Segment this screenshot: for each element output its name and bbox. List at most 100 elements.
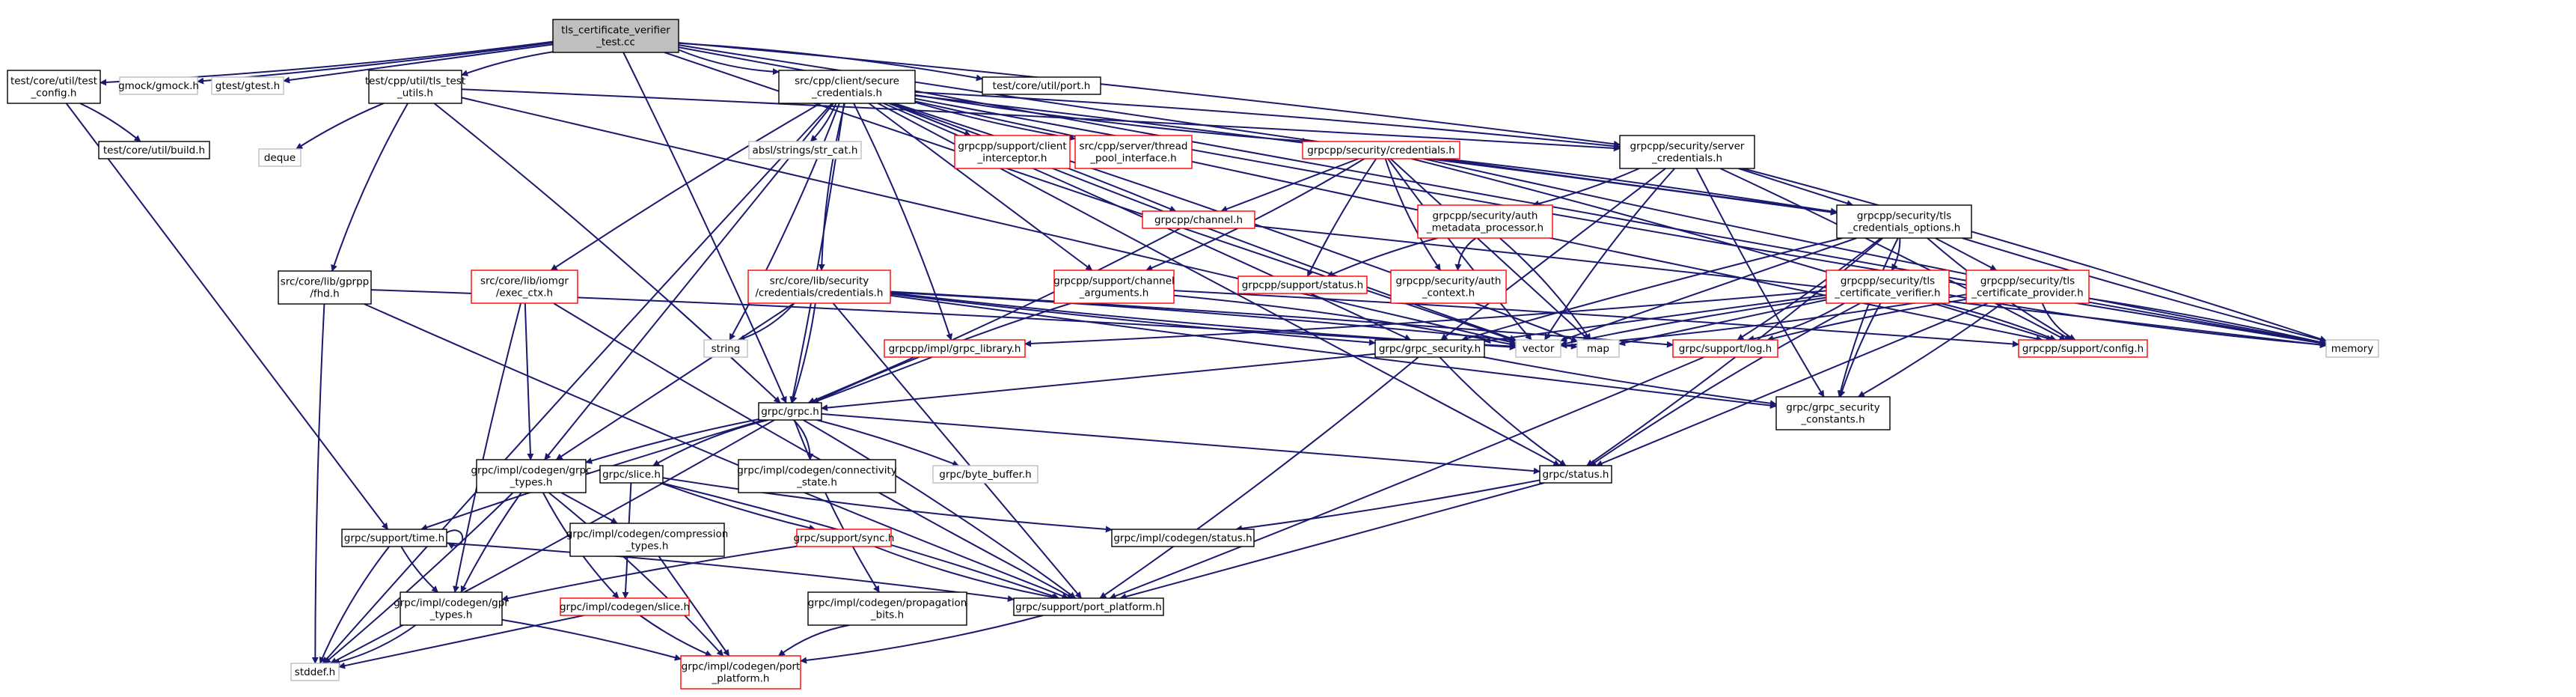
node-box[interactable] <box>1515 339 1561 358</box>
node-deque[interactable]: deque <box>258 148 302 167</box>
node-box[interactable] <box>1672 339 1778 358</box>
node-box[interactable] <box>1390 270 1507 304</box>
node-secure_creds[interactable]: src/cpp/client/secure_credentials.h <box>778 70 916 104</box>
node-gtest[interactable]: gtest/gtest.h <box>211 76 284 95</box>
node-str_cat[interactable]: absl/strings/str_cat.h <box>748 141 862 159</box>
node-thread_pool[interactable]: src/cpp/server/thread_pool_interface.h <box>1074 135 1193 169</box>
node-box[interactable] <box>1111 529 1255 547</box>
node-conn_state[interactable]: grpc/impl/codegen/connectivity_state.h <box>737 459 897 493</box>
node-box[interactable] <box>1013 597 1164 616</box>
node-box[interactable] <box>1237 276 1368 294</box>
node-box[interactable] <box>400 591 503 626</box>
node-sec_constants[interactable]: grpc/grpc_security_constants.h <box>1775 396 1891 430</box>
node-box[interactable] <box>703 339 748 358</box>
node-test_config[interactable]: test/core/util/test_config.h <box>7 70 101 104</box>
node-grpc_security[interactable]: grpc/grpc_security.h <box>1374 339 1485 358</box>
node-box[interactable] <box>807 591 967 626</box>
node-codegen_slice[interactable]: grpc/impl/codegen/slice.h <box>560 597 690 616</box>
node-memory[interactable]: memory <box>2325 339 2379 358</box>
node-port[interactable]: test/core/util/port.h <box>982 76 1101 95</box>
node-box[interactable] <box>1836 204 1972 239</box>
node-grpcpp_creds[interactable]: grpcpp/security/credentials.h <box>1302 141 1460 159</box>
node-build[interactable]: test/core/util/build.h <box>98 141 210 159</box>
node-box[interactable] <box>2325 339 2379 358</box>
node-grpc_library[interactable]: grpcpp/impl/grpc_library.h <box>884 339 1026 358</box>
node-box[interactable] <box>747 270 891 304</box>
node-string[interactable]: string <box>703 339 748 358</box>
node-box[interactable] <box>1965 270 2090 304</box>
node-box[interactable] <box>1302 141 1460 159</box>
node-tls_cert_verifier[interactable]: grpcpp/security/tls_certificate_verifier… <box>1826 270 1950 304</box>
node-box[interactable] <box>954 135 1071 169</box>
node-codegen_port_platform[interactable]: grpc/impl/codegen/port_platform.h <box>680 655 801 690</box>
node-box[interactable] <box>1374 339 1485 358</box>
node-box[interactable] <box>552 19 679 53</box>
node-byte_buffer[interactable]: grpc/byte_buffer.h <box>932 465 1038 484</box>
node-box[interactable] <box>778 70 916 104</box>
node-gpr_types[interactable]: grpc/impl/codegen/gpr_types.h <box>394 591 509 626</box>
node-box[interactable] <box>290 663 340 681</box>
node-box[interactable] <box>7 70 101 104</box>
node-box[interactable] <box>1142 210 1255 229</box>
node-codegen_status[interactable]: grpc/impl/codegen/status.h <box>1111 529 1255 547</box>
node-client_interceptor[interactable]: grpcpp/support/client_interceptor.h <box>954 135 1071 169</box>
node-box[interactable] <box>569 523 725 557</box>
node-box[interactable] <box>476 459 587 493</box>
node-auth_metadata[interactable]: grpcpp/security/auth_metadata_processor.… <box>1417 204 1553 239</box>
node-box[interactable] <box>278 270 372 305</box>
node-box[interactable] <box>599 465 664 484</box>
node-tls_test_utils[interactable]: test/cpp/util/tls_test_utils.h <box>365 70 465 104</box>
node-box[interactable] <box>1775 396 1891 430</box>
node-support_log[interactable]: grpc/support/log.h <box>1672 339 1778 358</box>
node-box[interactable] <box>258 148 302 167</box>
node-fhd[interactable]: src/core/lib/gprpp/fhd.h <box>278 270 372 305</box>
node-box[interactable] <box>1417 204 1553 239</box>
node-propagation[interactable]: grpc/impl/codegen/propagation_bits.h <box>807 591 967 626</box>
node-box[interactable] <box>932 465 1038 484</box>
node-support_sync[interactable]: grpc/support/sync.h <box>794 529 895 547</box>
node-port_platform[interactable]: grpc/support/port_platform.h <box>1013 597 1164 616</box>
node-tls_cred_opts[interactable]: grpcpp/security/tls_credentials_options.… <box>1836 204 1972 239</box>
node-box[interactable] <box>1074 135 1193 169</box>
node-box[interactable] <box>1576 339 1620 358</box>
node-box[interactable] <box>471 270 578 304</box>
node-box[interactable] <box>560 597 690 616</box>
node-support_config[interactable]: grpcpp/support/config.h <box>2018 339 2148 358</box>
node-box[interactable] <box>884 339 1026 358</box>
node-box[interactable] <box>1619 135 1755 169</box>
node-compression[interactable]: grpc/impl/codegen/compression_types.h <box>566 523 729 557</box>
node-grpc_types[interactable]: grpc/impl/codegen/grpc_types.h <box>471 459 592 493</box>
node-box[interactable] <box>98 141 210 159</box>
node-map[interactable]: map <box>1576 339 1620 358</box>
node-box[interactable] <box>2018 339 2148 358</box>
node-grpcpp_channel[interactable]: grpcpp/channel.h <box>1142 210 1255 229</box>
node-box[interactable] <box>796 529 892 547</box>
node-grpc_h[interactable]: grpc/grpc.h <box>758 402 822 421</box>
node-support_time[interactable]: grpc/support/time.h <box>341 529 447 547</box>
node-box[interactable] <box>341 529 447 547</box>
node-box[interactable] <box>738 459 896 493</box>
node-security_creds[interactable]: src/core/lib/security/credentials/creden… <box>747 270 891 304</box>
node-box[interactable] <box>211 76 284 95</box>
node-root[interactable]: tls_certificate_verifier_test.cc <box>552 19 679 53</box>
node-channel_args[interactable]: grpcpp/support/channel_arguments.h <box>1053 270 1175 304</box>
node-support_status[interactable]: grpcpp/support/status.h <box>1237 276 1368 294</box>
node-box[interactable] <box>1539 465 1612 484</box>
node-box[interactable] <box>982 76 1101 95</box>
node-box[interactable] <box>1826 270 1950 304</box>
node-vector[interactable]: vector <box>1515 339 1561 358</box>
node-box[interactable] <box>748 141 862 159</box>
node-box[interactable] <box>368 70 462 104</box>
node-box[interactable] <box>119 76 198 95</box>
node-stddef[interactable]: stddef.h <box>290 663 340 681</box>
node-auth_context[interactable]: grpcpp/security/auth_context.h <box>1390 270 1507 304</box>
node-box[interactable] <box>1053 270 1175 304</box>
node-box[interactable] <box>758 402 822 421</box>
node-slice_h[interactable]: grpc/slice.h <box>599 465 664 484</box>
node-status_h[interactable]: grpc/status.h <box>1539 465 1612 484</box>
node-tls_cert_provider[interactable]: grpcpp/security/tls_certificate_provider… <box>1965 270 2090 304</box>
node-server_creds[interactable]: grpcpp/security/server_credentials.h <box>1619 135 1755 169</box>
node-gmock[interactable]: gmock/gmock.h <box>118 76 199 95</box>
node-box[interactable] <box>680 655 801 690</box>
node-iomgr_exec[interactable]: src/core/lib/iomgr/exec_ctx.h <box>471 270 578 304</box>
